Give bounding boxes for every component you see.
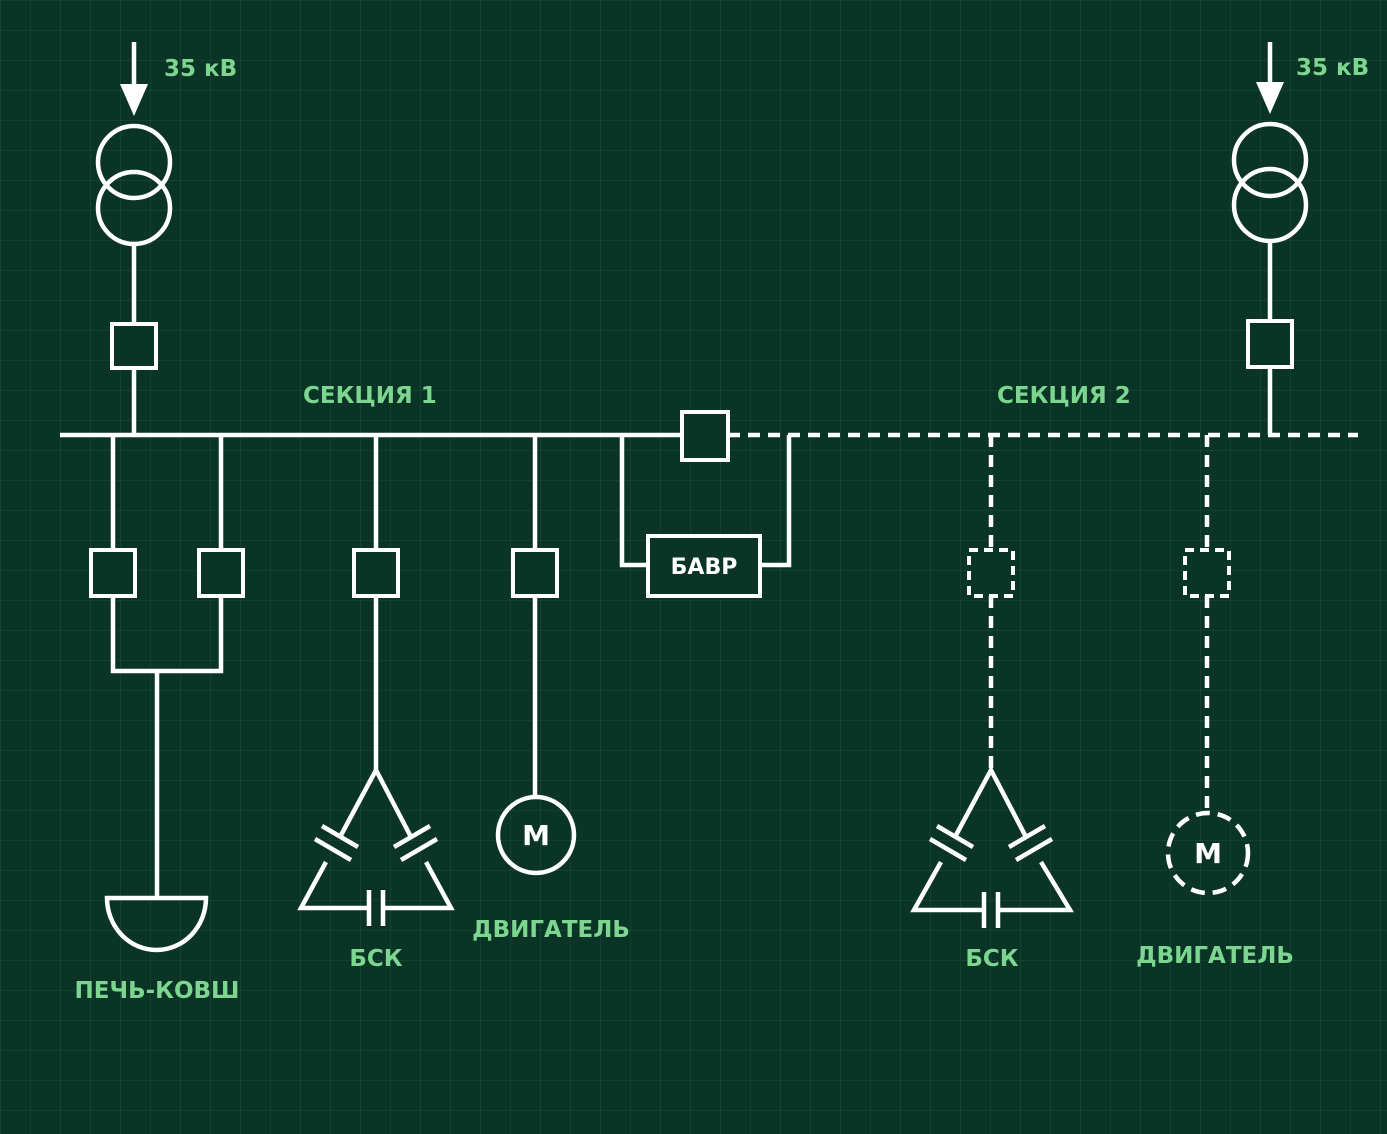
section-2-label: СЕКЦИЯ 2 xyxy=(997,383,1131,409)
bavr-block xyxy=(646,534,762,598)
circuit-breaker-icon xyxy=(511,548,559,598)
motor-2-label: ДВИГАТЕЛЬ xyxy=(1136,943,1294,969)
transformer-icon xyxy=(95,123,173,247)
circuit-breaker-icon xyxy=(89,548,137,598)
circuit-breaker-icon xyxy=(1246,319,1294,369)
incoming-arrow-icon xyxy=(1256,82,1284,114)
transformer-icon xyxy=(1231,121,1309,244)
circuit-breaker-icon xyxy=(967,548,1015,598)
circuit-breaker-icon xyxy=(197,548,245,598)
ladle-furnace-icon xyxy=(104,895,209,953)
capacitor-bank-2-label: БСК xyxy=(965,946,1018,972)
circuit-breaker-icon xyxy=(352,548,400,598)
capacitor-bank-1-label: БСК xyxy=(349,946,402,972)
motor-icon xyxy=(1165,810,1251,896)
incoming-arrow-icon xyxy=(120,84,148,116)
furnace-label: ПЕЧЬ-КОВШ xyxy=(75,978,240,1004)
incomer-right xyxy=(1231,42,1309,435)
feeder-motor-2 xyxy=(1165,435,1251,896)
capacitor-bank-icon xyxy=(297,765,455,926)
feeder-capacitor-bank-1 xyxy=(297,435,455,926)
feeder-capacitor-bank-2 xyxy=(910,435,1074,928)
bavr-bypass xyxy=(619,435,792,598)
bavr-label: БАВР xyxy=(671,555,738,580)
motor-1-label: ДВИГАТЕЛЬ xyxy=(472,917,630,943)
voltage-label-left: 35 кВ xyxy=(164,56,237,82)
circuit-breaker-icon xyxy=(1183,548,1231,598)
section-1-label: СЕКЦИЯ 1 xyxy=(303,383,437,409)
capacitor-bank-icon xyxy=(910,765,1074,928)
bus-tie-breaker-icon xyxy=(680,410,730,462)
motor-icon xyxy=(495,794,577,876)
incomer-left xyxy=(95,42,173,435)
feeder-furnace xyxy=(89,435,245,953)
circuit-breaker-icon xyxy=(110,322,158,370)
motor-symbol-2: M xyxy=(1194,837,1222,870)
motor-symbol-1: M xyxy=(522,819,550,852)
voltage-label-right: 35 кВ xyxy=(1296,55,1369,81)
feeder-motor-1 xyxy=(495,435,577,876)
